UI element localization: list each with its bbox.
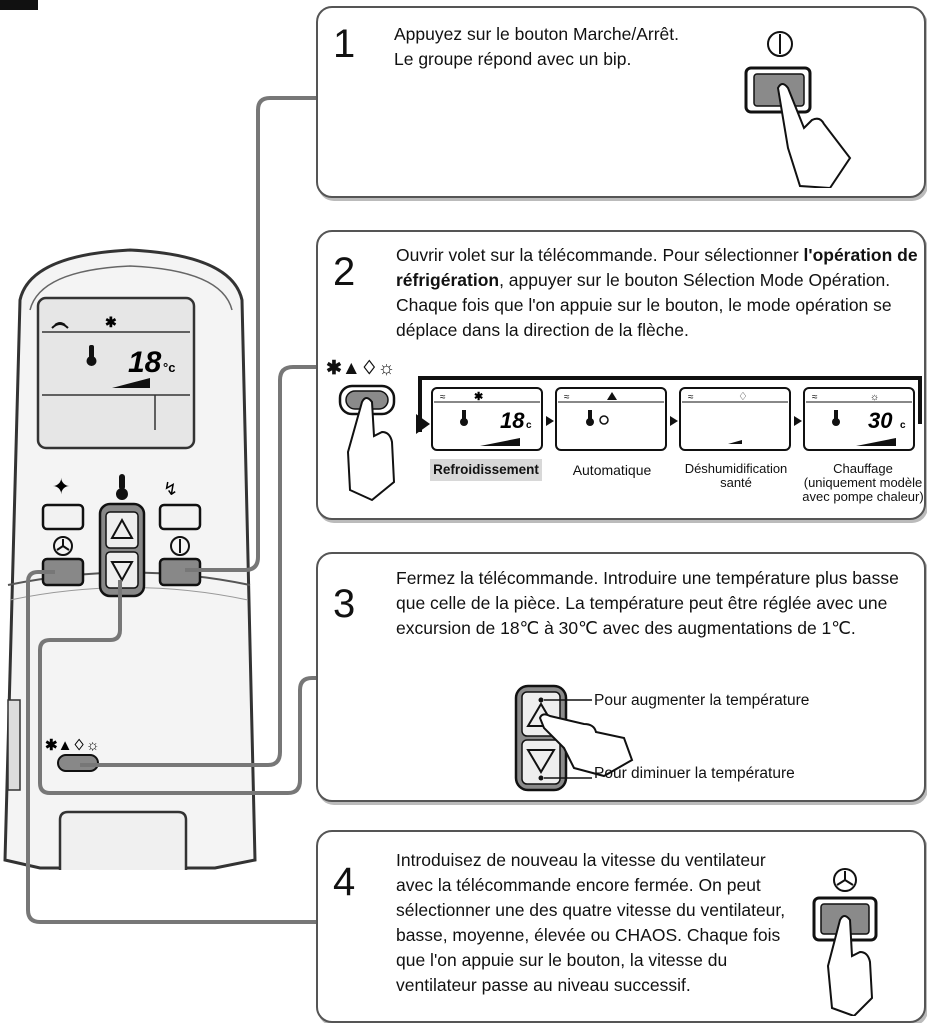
svg-text:≈: ≈: [440, 392, 446, 403]
step-3-text: Fermez la télécommande. Introduire une t…: [396, 568, 899, 638]
step-2-bold-text: l'opération de réfrigération: [396, 245, 918, 290]
step-2-number: 2: [333, 250, 356, 294]
mode-screen-dry: ≈♢: [679, 387, 791, 451]
step-1-power-press-illustration: [744, 31, 852, 188]
lcd-wifi-icon: [51, 322, 69, 329]
svg-text:30: 30: [868, 408, 893, 433]
temp-up-label: Pour augmenter la température: [594, 692, 810, 709]
step-4-fan-press-illustration: [812, 868, 878, 1016]
step-1-text: Appuyez sur le bouton Marche/Arrêt. Le g…: [394, 24, 680, 69]
corner-marker: [0, 0, 38, 10]
swing-button: [41, 503, 85, 531]
step-4-number: 4: [333, 860, 356, 904]
step-1-number: 1: [333, 22, 356, 66]
temp-rocker-illustration: [514, 684, 634, 792]
lcd-unit: °c: [163, 360, 175, 375]
svg-text:≈: ≈: [812, 392, 818, 403]
pointing-hand-icon: [538, 713, 634, 778]
svg-text:c: c: [900, 420, 906, 431]
temp-down-label: Pour diminuer la température: [594, 765, 795, 782]
power-icon: [170, 536, 190, 556]
step-2-box: [316, 230, 926, 520]
svg-text:≈: ≈: [564, 392, 570, 403]
lcd-snowflake-icon: ✱: [105, 314, 117, 330]
step-1-box: [316, 6, 926, 198]
lcd-thermometer-icon: [86, 345, 97, 366]
mode-screen-heat: ≈ ☼ 30 c: [803, 387, 915, 451]
power-icon: [767, 31, 793, 57]
svg-text:✱: ✱: [474, 391, 483, 403]
lcd-fan-level-bar: [112, 378, 150, 388]
mode-label-cool: Refroidissement: [430, 459, 542, 481]
pointing-hand-icon: [346, 397, 396, 502]
step-4-text: Introduisez de nouveau la vitesse du ven…: [396, 850, 786, 995]
step-2-mode-symbols: ✱▲♢☼: [326, 358, 396, 379]
svg-text:≈: ≈: [688, 392, 694, 403]
mode-screen-auto: ≈: [555, 387, 667, 451]
thermometer-icon: [116, 474, 128, 500]
pointing-hand-icon: [776, 83, 852, 188]
remote-control-illustration: ✱ 18 °c ✦ ↯ ✱▲♢☼: [3, 96, 318, 924]
direction-button: [158, 503, 202, 531]
step-3-number: 3: [333, 582, 356, 626]
svg-text:☼: ☼: [870, 392, 879, 403]
mode-cycle-diagram: ≈✱ 18 c ≈ ≈♢ ≈☼ 30 c: [416, 376, 922, 451]
lcd-temperature: 18: [128, 346, 162, 379]
step-2-text: Ouvrir volet sur la télécommande. Pour s…: [396, 245, 918, 340]
svg-text:18: 18: [500, 408, 525, 433]
remote-mode-symbols: ✱▲♢☼: [45, 737, 100, 754]
step-2-mode-press-illustration: [338, 384, 396, 502]
mode-screen-cool: ≈ ✱ 18 c: [431, 387, 543, 451]
swing-icon: ✦: [52, 474, 70, 499]
temp-down-icon: [526, 749, 556, 774]
svg-text:♢: ♢: [738, 391, 748, 403]
fan-icon: [53, 536, 73, 556]
svg-text:c: c: [526, 420, 532, 431]
mode-label-auto: Automatique: [572, 462, 652, 478]
svg-text:✱: ✱: [105, 314, 117, 330]
fan-icon: [833, 868, 857, 892]
pointing-hand-icon: [826, 915, 874, 1016]
air-direction-icon: ↯: [163, 479, 178, 499]
